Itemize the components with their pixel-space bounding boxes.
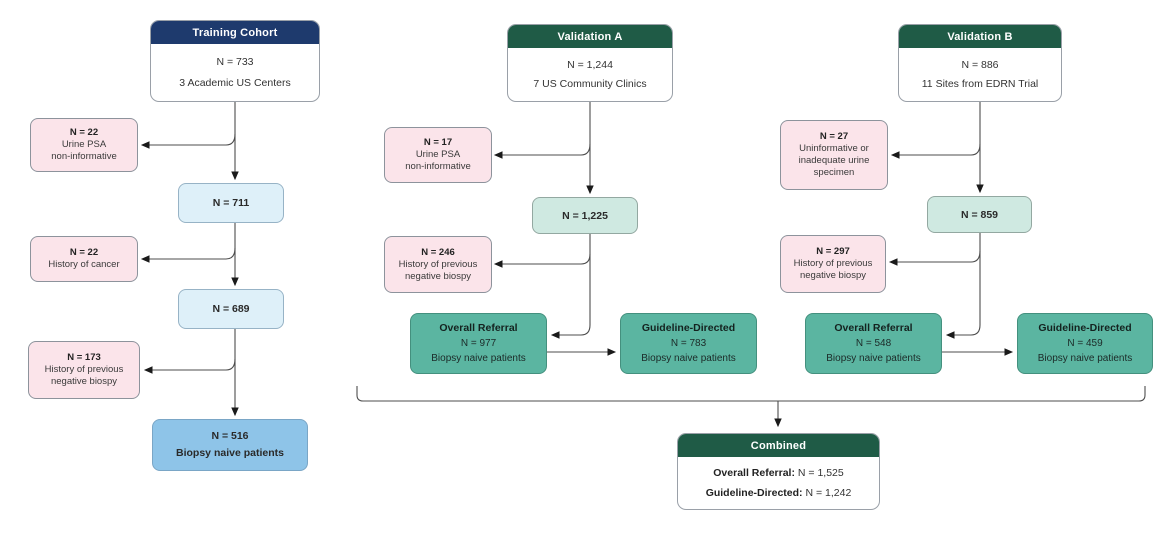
validation-b-card: Validation B N = 886 11 Sites from EDRN … <box>898 24 1062 102</box>
training-source: 3 Academic US Centers <box>179 77 291 89</box>
validation-a-exclusion-urine-psa: N = 17 Urine PSA non-informative <box>384 127 492 183</box>
exclusion-n: N = 17 <box>423 137 453 148</box>
validation-a-n: N = 1,244 <box>567 58 613 71</box>
training-node-689: N = 689 <box>178 289 284 329</box>
exclusion-line: negative biospy <box>799 270 867 281</box>
exclusion-n: N = 27 <box>819 131 849 142</box>
exclusion-line: History of previous <box>398 258 478 270</box>
training-final-node: N = 516 Biopsy naive patients <box>152 419 308 471</box>
combined-card: Combined Overall Referral: N = 1,525 Gui… <box>677 433 880 510</box>
training-cohort-card: Training Cohort N = 733 3 Academic US Ce… <box>150 20 320 102</box>
validation-a-exclusion-prev-biopsy: N = 246 History of previous negative bio… <box>384 236 492 293</box>
validation-b-header: Validation B <box>899 25 1061 48</box>
result-n: N = 783 <box>670 338 707 349</box>
result-title: Guideline-Directed <box>1038 322 1132 334</box>
result-title: Overall Referral <box>439 322 518 334</box>
node-n: N = 689 <box>212 303 250 315</box>
validation-b-overall-referral: Overall Referral N = 548 Biopsy naive pa… <box>805 313 942 374</box>
exclusion-line: History of cancer <box>48 259 120 270</box>
validation-a-overall-referral: Overall Referral N = 977 Biopsy naive pa… <box>410 313 547 374</box>
validation-a-guideline-directed: Guideline-Directed N = 783 Biopsy naive … <box>620 313 757 374</box>
validation-b-n: N = 886 <box>961 58 999 71</box>
exclusion-line: non-informative <box>405 161 471 172</box>
result-label: Biopsy naive patients <box>826 353 921 364</box>
combined-guideline-label: Guideline-Directed: <box>705 486 803 499</box>
validation-b-exclusion-specimen: N = 27 Uninformative or inadequate urine… <box>780 120 888 190</box>
result-n: N = 977 <box>460 338 497 349</box>
result-n: N = 548 <box>855 338 892 349</box>
validation-b-exclusion-prev-biopsy: N = 297 History of previous negative bio… <box>780 235 886 293</box>
exclusion-line: History of previous <box>44 364 124 375</box>
training-node-711: N = 711 <box>178 183 284 223</box>
exclusion-line: Uninformative or <box>799 143 869 154</box>
node-n: N = 711 <box>212 197 250 209</box>
combined-header: Combined <box>678 434 879 457</box>
combined-overall-value: N = 1,525 <box>797 467 844 480</box>
node-n: N = 516 <box>211 430 249 442</box>
exclusion-line: negative biospy <box>50 376 118 387</box>
validation-a-header: Validation A <box>508 25 672 48</box>
training-exclusion-prev-biopsy: N = 173 History of previous negative bio… <box>28 341 140 399</box>
exclusion-line: Urine PSA <box>415 149 461 160</box>
training-n: N = 733 <box>216 56 254 68</box>
result-n: N = 459 <box>1067 338 1103 349</box>
validation-a-source: 7 US Community Clinics <box>533 78 647 91</box>
node-n: N = 859 <box>960 208 999 221</box>
combined-guideline-line: Guideline-Directed: N = 1,242 <box>706 487 852 499</box>
training-exclusion-history-cancer: N = 22 History of cancer <box>30 236 138 282</box>
result-title: Overall Referral <box>834 322 913 334</box>
validation-a-card: Validation A N = 1,244 7 US Community Cl… <box>507 24 673 102</box>
combined-guideline-value: N = 1,242 <box>805 486 852 499</box>
validation-a-node-1225: N = 1,225 <box>532 197 638 234</box>
exclusion-line: History of previous <box>793 258 873 269</box>
combined-overall-label: Overall Referral: <box>713 467 795 480</box>
exclusion-line: non-informative <box>51 151 117 162</box>
training-cohort-header: Training Cohort <box>151 21 319 44</box>
result-label: Biopsy naive patients <box>431 353 526 364</box>
validation-b-guideline-directed: Guideline-Directed N = 459 Biopsy naive … <box>1017 313 1153 374</box>
exclusion-line: inadequate urine <box>798 155 870 166</box>
result-label: Biopsy naive patients <box>1037 353 1133 364</box>
combined-overall-line: Overall Referral: N = 1,525 <box>713 467 843 479</box>
exclusion-n: N = 246 <box>421 246 455 258</box>
exclusion-n: N = 173 <box>67 352 101 363</box>
exclusion-line: Urine PSA <box>61 139 107 150</box>
exclusion-line: specimen <box>813 167 855 178</box>
result-title: Guideline-Directed <box>641 322 736 334</box>
validation-b-source: 11 Sites from EDRN Trial <box>921 78 1039 91</box>
node-label: Biopsy naive patients <box>176 447 284 459</box>
validation-b-node-859: N = 859 <box>927 196 1032 233</box>
exclusion-n: N = 22 <box>69 127 99 138</box>
exclusion-line: negative biospy <box>404 270 472 282</box>
node-n: N = 1,225 <box>562 209 608 222</box>
exclusion-n: N = 297 <box>816 246 850 257</box>
training-exclusion-urine-psa: N = 22 Urine PSA non-informative <box>30 118 138 172</box>
result-label: Biopsy naive patients <box>641 353 736 364</box>
exclusion-n: N = 22 <box>69 247 99 258</box>
